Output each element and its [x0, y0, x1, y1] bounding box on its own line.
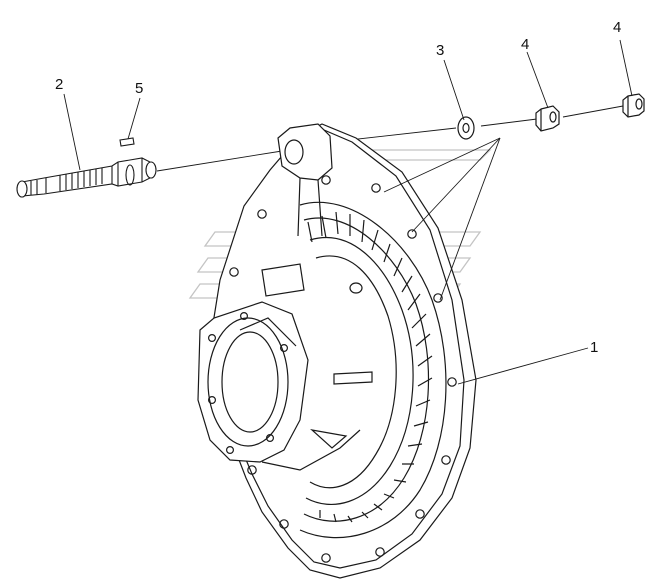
leader-lines	[63, 39, 633, 385]
callout-4-nut-a: 4	[521, 36, 530, 53]
leader-line-3	[443, 59, 465, 121]
leader-line-4b	[619, 39, 633, 97]
nut-a-part	[535, 105, 560, 132]
housing-ribs	[307, 211, 433, 523]
callout-1: 1	[590, 339, 599, 356]
washer-part	[457, 116, 475, 140]
leader-line-2	[63, 93, 81, 171]
hub-bolt-holes	[208, 312, 289, 455]
callout-2: 2	[55, 76, 64, 93]
flange-bolt-holes	[229, 175, 457, 563]
leader-line-4a	[526, 51, 549, 109]
callout-3: 3	[436, 42, 445, 59]
callout-5: 5	[135, 80, 144, 97]
housing-part	[197, 123, 477, 579]
housing-lug	[277, 123, 333, 181]
leader-line-1	[457, 347, 589, 385]
nut-b-part	[622, 93, 645, 118]
leader-line-5	[127, 97, 141, 140]
shaft-part	[16, 157, 157, 198]
callout-4-nut-b: 4	[613, 19, 622, 36]
pin-part	[119, 137, 135, 147]
